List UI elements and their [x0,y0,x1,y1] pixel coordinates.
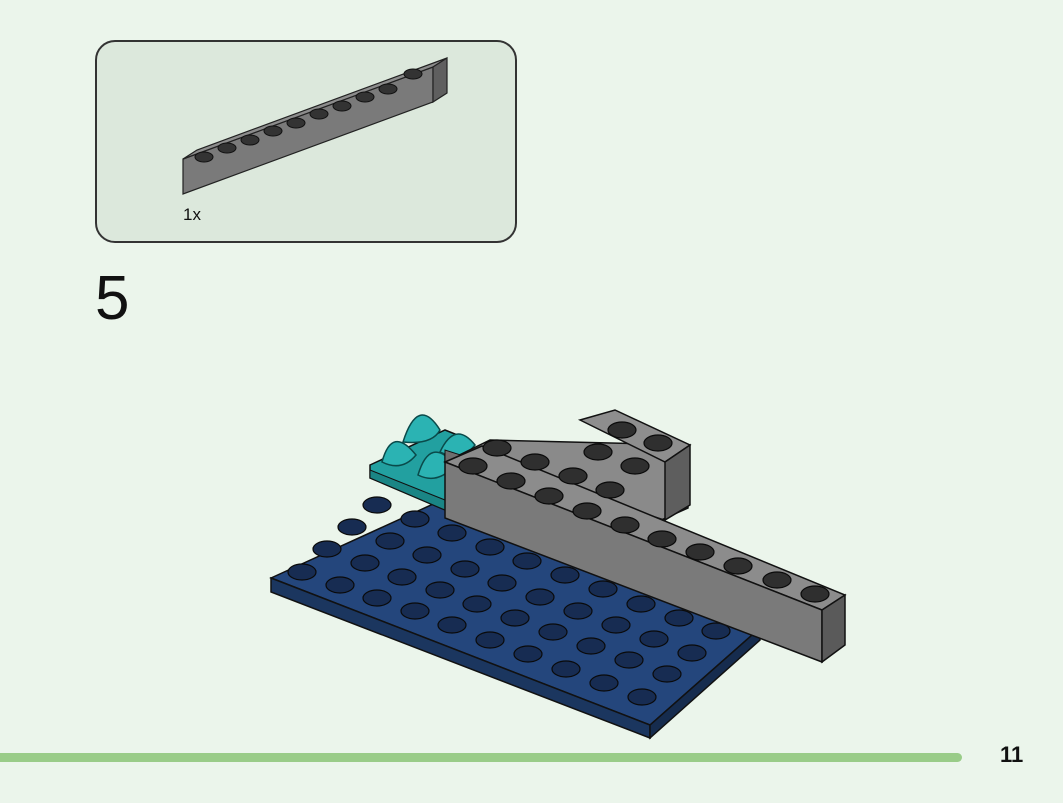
part-quantity: 1x [183,205,201,224]
step-number: 5 [95,264,130,333]
gray-1x10-brick-icon [182,56,448,195]
progress-bar [0,753,962,762]
page-number: 11 [1000,742,1024,767]
parts-callout: 1x [95,40,517,243]
